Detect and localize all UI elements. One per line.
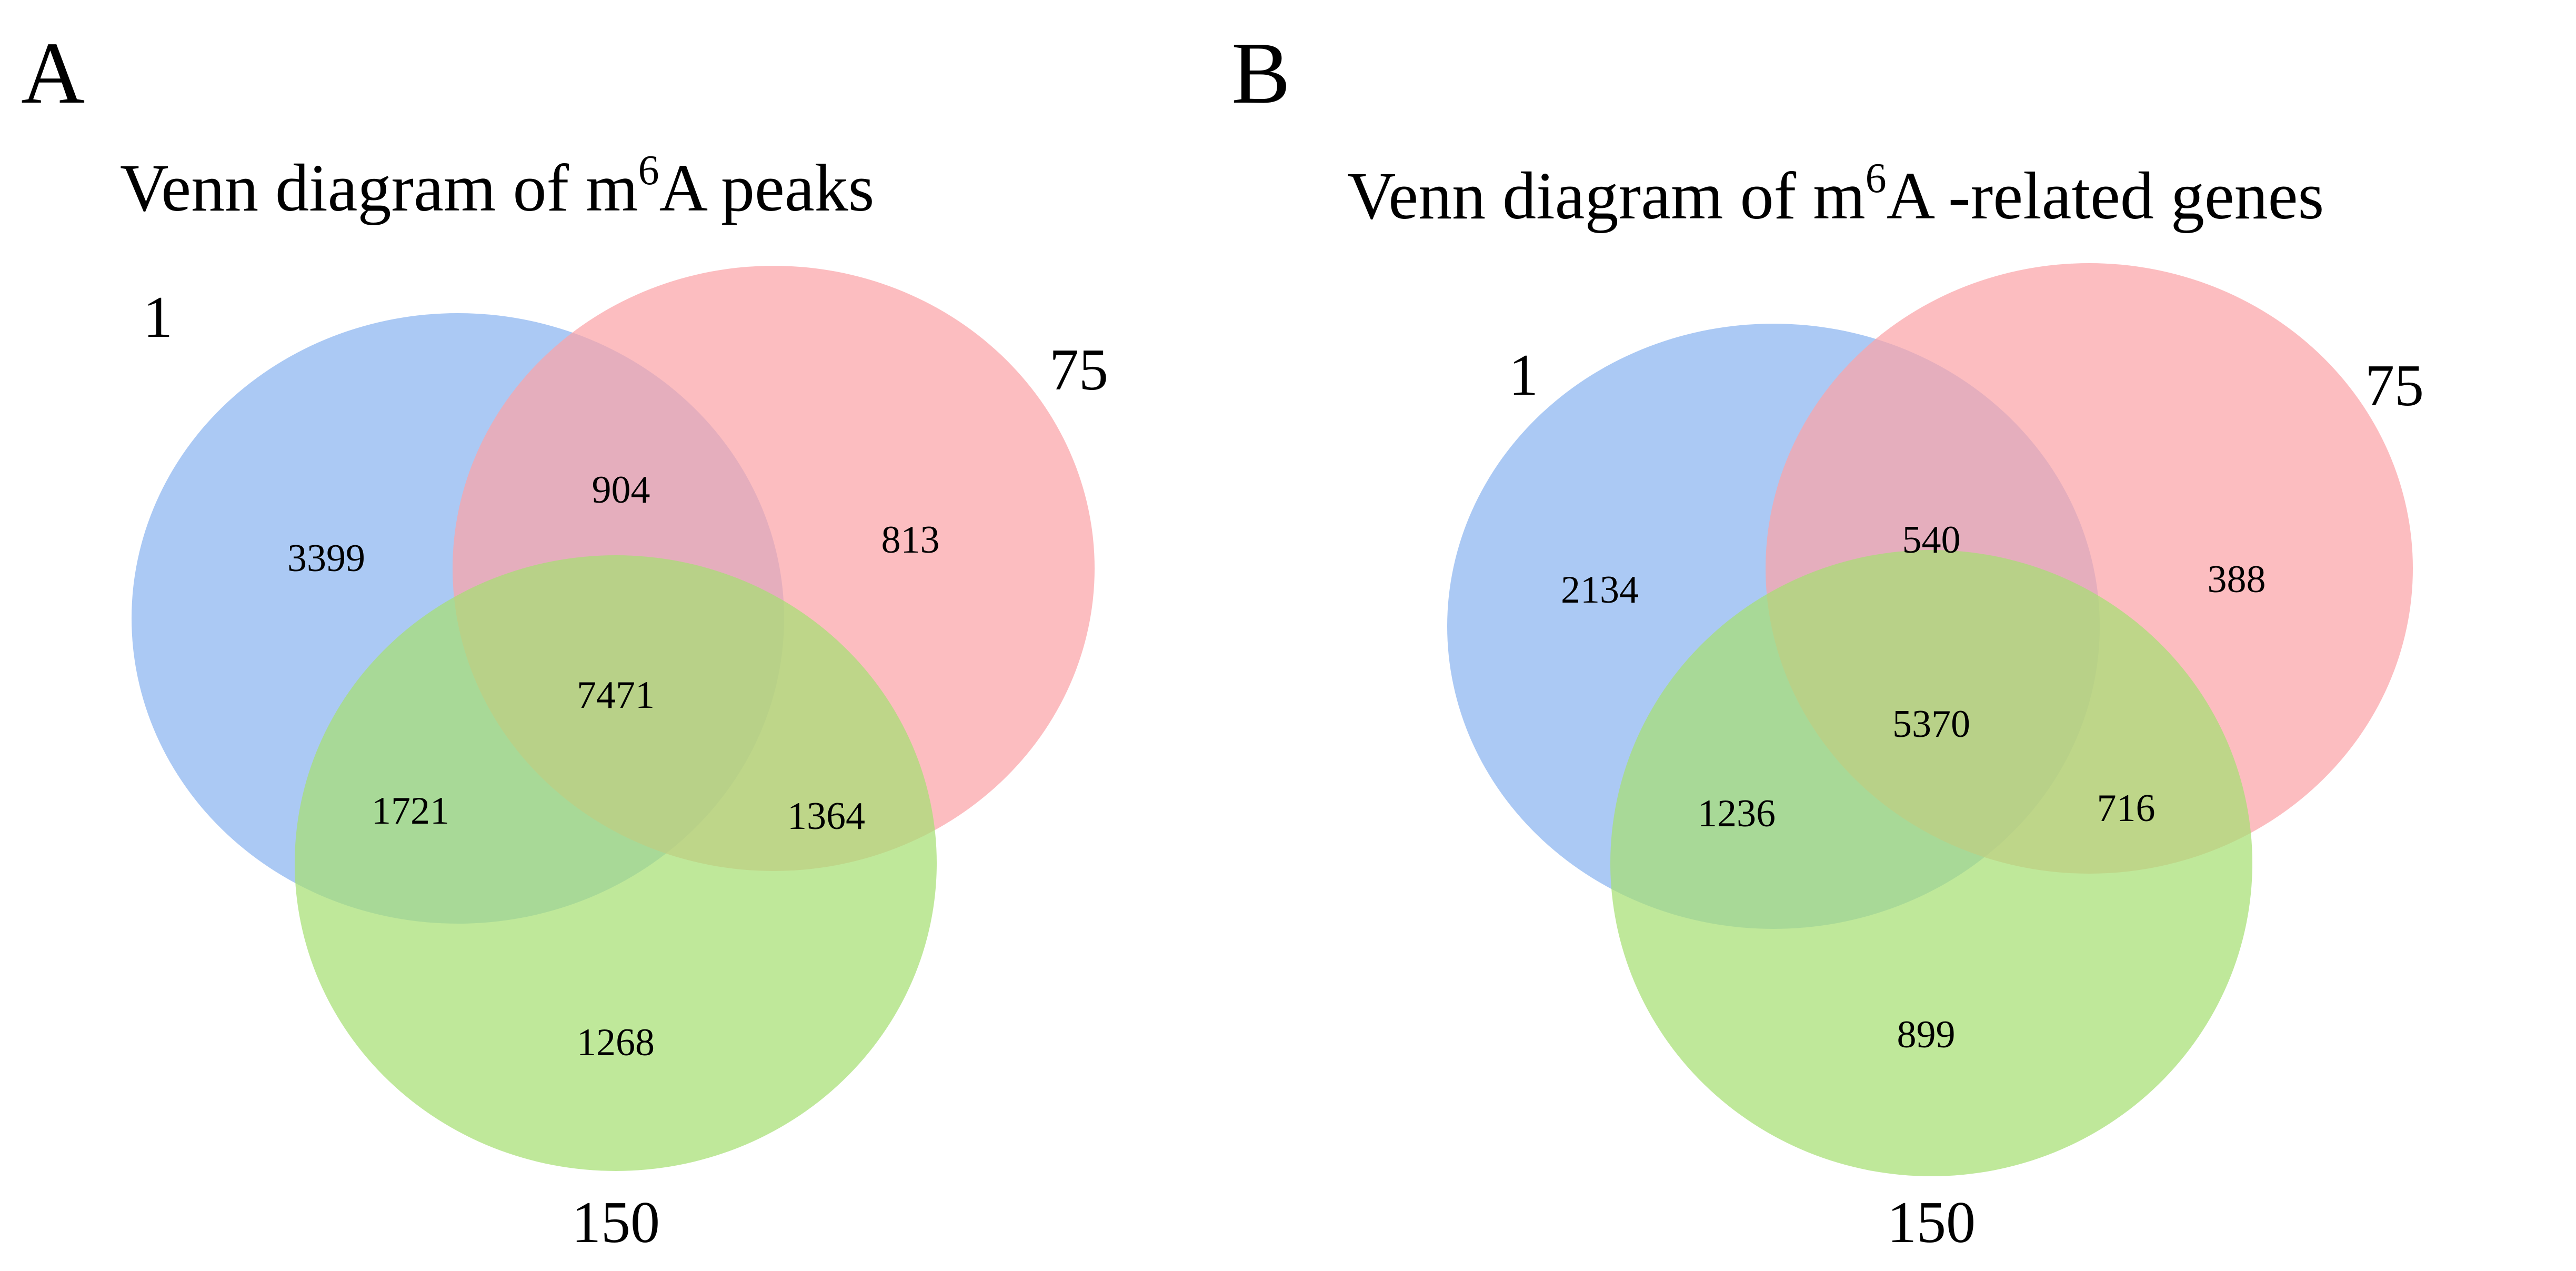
panel-b-count-1-150: 1236 xyxy=(1698,792,1776,835)
panel-b-title-prefix: Venn diagram of m xyxy=(1347,158,1866,233)
panel-a-count-only-75: 813 xyxy=(881,518,940,562)
panel-b-count-1-75: 540 xyxy=(1902,518,1961,562)
panel-b-count-only-1: 2134 xyxy=(1561,568,1639,612)
panel-b-circle-set-150 xyxy=(1610,550,2252,1176)
panel-b-title: Venn diagram of m6A -related genes xyxy=(1347,155,2324,233)
panel-a-title-suffix: A peaks xyxy=(659,151,875,225)
panel-b: B Venn diagram of m6A -related genes 1 7… xyxy=(1231,24,2424,1255)
panel-b-count-75-150: 716 xyxy=(2097,787,2156,830)
panel-a-circles xyxy=(132,266,1095,1171)
panel-a-count-1-75: 904 xyxy=(592,468,650,512)
panel-a-count-only-1: 3399 xyxy=(287,537,365,580)
panel-a-count-all: 7471 xyxy=(577,674,655,717)
panel-b-letter: B xyxy=(1231,24,1290,122)
panel-a-set-label-1: 1 xyxy=(143,285,173,350)
panel-b-title-suffix: A -related genes xyxy=(1887,158,2324,233)
panel-a-title-sup: 6 xyxy=(638,147,659,194)
panel-b-set-label-75: 75 xyxy=(2365,353,2424,418)
panel-a-title: Venn diagram of m6A peaks xyxy=(120,147,874,225)
panel-b-count-all: 5370 xyxy=(1892,703,1970,746)
panel-b-set-label-1: 1 xyxy=(1509,343,1538,408)
panel-a-circle-set-150 xyxy=(295,555,937,1171)
panel-a-letter: A xyxy=(21,24,85,122)
panel-a-count-only-150: 1268 xyxy=(577,1021,655,1064)
panel-b-count-only-150: 899 xyxy=(1897,1013,1956,1056)
panel-b-circles xyxy=(1447,263,2413,1176)
panel-a-count-1-150: 1721 xyxy=(372,789,449,833)
panel-b-title-sup: 6 xyxy=(1866,155,1887,202)
panel-a: A Venn diagram of m6A peaks 1 75 150 339… xyxy=(21,24,1108,1255)
panel-a-set-label-75: 75 xyxy=(1049,337,1108,403)
panel-a-count-75-150: 1364 xyxy=(787,795,865,838)
panel-a-title-prefix: Venn diagram of m xyxy=(120,151,638,225)
panel-a-set-label-150: 150 xyxy=(572,1190,660,1255)
panel-b-count-only-75: 388 xyxy=(2208,558,2266,601)
panel-b-set-label-150: 150 xyxy=(1887,1190,1976,1255)
